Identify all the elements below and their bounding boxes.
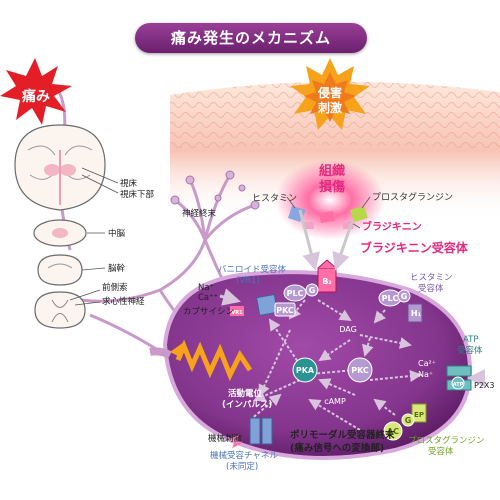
node-dag: DAG <box>339 325 357 334</box>
svg-text:B₂: B₂ <box>322 277 332 286</box>
ion-ca-left: Ca⁺⁺ <box>198 293 218 303</box>
action-potential-1: 活動電位 <box>228 388 263 399</box>
prostaglandin-label: プロスタグランジン <box>372 191 453 203</box>
node-pka: PKA <box>292 357 318 383</box>
brain-coronal <box>14 124 106 211</box>
node-atp: ATP <box>451 376 465 390</box>
ep-receptor <box>411 403 427 423</box>
polymodal-label-2: (痛み信号への変換部) <box>290 442 384 454</box>
svg-text:ATP: ATP <box>453 382 464 388</box>
thalamus-label: 視床 <box>120 178 138 189</box>
svg-text:PKC: PKC <box>276 306 294 315</box>
ion-ca-right: Ca²⁺ <box>418 359 436 368</box>
svg-text:PKA: PKA <box>296 366 315 375</box>
midbrain-label: 中脳 <box>108 228 126 239</box>
svg-text:AC: AC <box>387 427 399 436</box>
pain-starburst: 痛み <box>0 58 72 125</box>
capsaicin-label: カプサイシン <box>183 307 234 317</box>
nodes: PLC G B₂ PKC DAG PLC G H₁ PKA PKC cAMP A… <box>231 277 465 441</box>
mech-channel-2: (未同定) <box>226 461 258 472</box>
mech-channel-1: 機械受容チャネル <box>210 450 278 461</box>
mechanical-label: 機械刺激 <box>208 433 243 444</box>
ion-na-left: Na⁺ <box>198 283 214 293</box>
anterolateral-label: 前側索 <box>102 282 128 293</box>
histamine-receptor-1: ヒスタミン <box>410 273 453 283</box>
node-ep: EP <box>414 411 424 419</box>
afferent-label: 求心性神経 <box>102 296 145 307</box>
svg-text:G: G <box>405 416 412 425</box>
svg-text:H₁: H₁ <box>411 309 422 318</box>
vanilloid-label-2: (VR1) <box>236 276 260 286</box>
brainstem <box>37 254 83 286</box>
ion-na-right: Na⁺ <box>418 370 433 379</box>
brain-leader-lines <box>69 167 119 306</box>
node-g1: G <box>305 283 319 297</box>
node-pkc1: PKC <box>274 302 296 317</box>
svg-text:G: G <box>309 286 316 295</box>
p2x3-label: P2X3 <box>474 381 494 390</box>
injury-label-1: 侵害 <box>317 85 342 100</box>
atp-receptor-2: 受容体 <box>457 345 483 356</box>
action-potential-2: (インパルス) <box>222 399 272 410</box>
prostaglandin-receptor-2: 受容体 <box>428 446 454 457</box>
node-pkc2: PKC <box>347 357 373 383</box>
brainstem-label: 脳幹 <box>108 263 126 274</box>
svg-text:G: G <box>401 292 408 301</box>
bradykinin-label: ブラジキニン <box>362 220 422 233</box>
histamine-label: ヒスタミン <box>252 193 297 204</box>
injury-starburst: 侵害 刺激 <box>290 58 370 130</box>
svg-text:PLC: PLC <box>382 294 399 303</box>
pain-label: 痛み <box>21 88 50 105</box>
tissue-damage-1: 組織 <box>319 163 345 179</box>
node-camp: cAMP <box>324 397 346 406</box>
node-ac: AC <box>383 421 403 441</box>
bradykinin-receptor-label: ブラジキニン受容体 <box>360 240 469 255</box>
node-plc1: PLC <box>283 284 307 302</box>
prostaglandin-receptor-1: プロスタグランジン <box>408 435 485 446</box>
spinal-cord <box>34 291 86 329</box>
svg-text:DAG: DAG <box>339 325 357 334</box>
page-title: 痛み発生のメカニズム <box>135 23 367 53</box>
svg-text:PKC: PKC <box>351 366 369 375</box>
svg-text:PLC: PLC <box>287 289 304 298</box>
tissue-damage-2: 損傷 <box>319 179 345 195</box>
hypothalamus-label: 視床下部 <box>120 189 155 200</box>
labels: 視床 視床下部 中脳 脳幹 前側索 求心性神経 神経終末 ブラジキニン受容体 バ… <box>102 178 494 472</box>
nerve-ending-label: 神経終末 <box>182 208 217 219</box>
nerve-endings <box>170 170 260 210</box>
signal-arrows <box>249 299 422 431</box>
atp-receptor-1: ATP <box>463 335 478 345</box>
node-plc2: PLC <box>378 289 402 307</box>
node-b2: B₂ <box>322 277 332 286</box>
node-cap: VR1 <box>231 310 243 316</box>
node-g2: G <box>397 289 411 303</box>
node-h1: H₁ <box>411 309 422 318</box>
action-potential <box>170 339 253 382</box>
incoming-arrows <box>219 209 485 387</box>
svg-text:EP: EP <box>414 411 424 419</box>
midbrain <box>33 219 87 247</box>
node-g3: G <box>401 413 415 427</box>
svg-text:cAMP: cAMP <box>324 397 346 406</box>
histamine-receptor-2: 受容体 <box>418 283 444 294</box>
injury-label-2: 刺激 <box>317 100 342 115</box>
mech-channel <box>229 417 273 449</box>
vanilloid-label-1: バニロイド受容体 <box>218 264 287 275</box>
b2-receptor <box>317 259 337 293</box>
h1-receptor <box>407 303 423 323</box>
svg-text:VR1: VR1 <box>231 310 243 316</box>
polymodal-label-1: ポリモーダル受容器終末 <box>290 429 395 441</box>
